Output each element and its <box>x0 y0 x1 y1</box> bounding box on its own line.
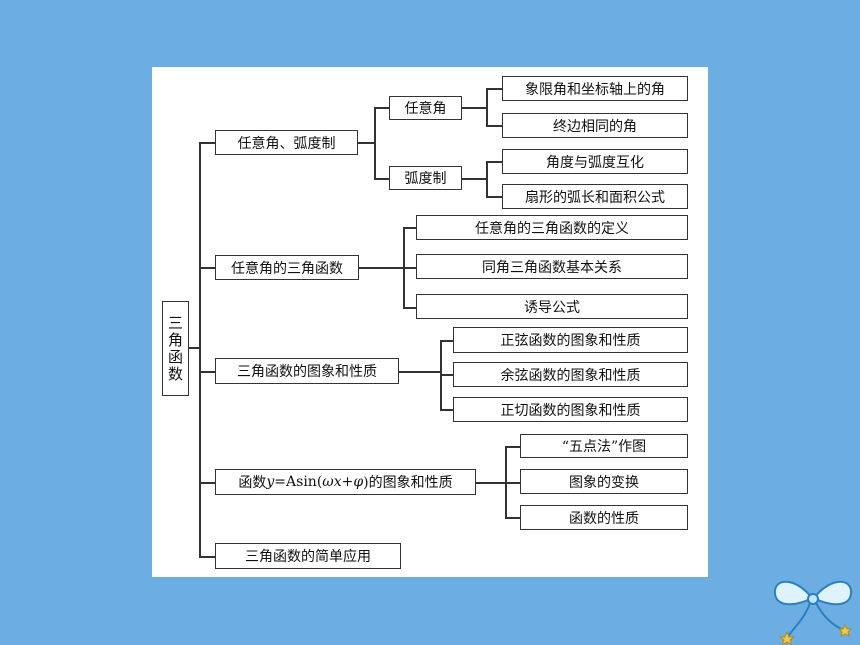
leaf-trig-definition: 任意角的三角函数的定义 <box>416 215 688 240</box>
leaf-sine-graph: 正弦函数的图象和性质 <box>453 327 688 353</box>
branch-angle-radian: 任意角、弧度制 <box>215 130 358 155</box>
leaf-graph-transformation: 图象的变换 <box>520 469 688 494</box>
connector <box>199 142 201 557</box>
connector <box>359 267 403 269</box>
connector <box>403 227 416 229</box>
connector <box>486 125 502 127</box>
leaf-sector-arc-area: 扇形的弧长和面积公式 <box>502 184 688 209</box>
connector <box>462 107 486 109</box>
leaf-basic-identities: 同角三角函数基本关系 <box>416 254 688 279</box>
connector <box>199 371 215 373</box>
branch-asin-function: 函数 y=Asin(ωx+φ)的图象和性质 <box>215 469 476 495</box>
leaf-reduction-formulas: 诱导公式 <box>416 294 688 319</box>
branch-graphs-properties: 三角函数的图象和性质 <box>215 358 399 384</box>
connector <box>399 371 440 373</box>
connector <box>374 107 376 179</box>
connector <box>486 88 488 126</box>
connector <box>199 556 215 558</box>
connector <box>440 374 453 376</box>
leaf-five-point-method: “五点法”作图 <box>520 434 688 458</box>
branch-trig-functions: 任意角的三角函数 <box>215 255 359 280</box>
connector <box>440 409 453 411</box>
connector <box>486 196 502 198</box>
node-radian: 弧度制 <box>389 166 462 190</box>
connector <box>358 142 374 144</box>
leaf-degree-radian-conversion: 角度与弧度互化 <box>502 149 688 174</box>
connector <box>486 161 502 163</box>
leaf-tangent-graph: 正切函数的图象和性质 <box>453 397 688 422</box>
connector <box>189 347 199 349</box>
leaf-coterminal-angles: 终边相同的角 <box>502 113 688 138</box>
connector <box>462 178 486 180</box>
leaf-quadrant-angles: 象限角和坐标轴上的角 <box>502 76 688 101</box>
ribbon-bow-decoration <box>773 580 853 645</box>
connector <box>403 307 416 309</box>
connector <box>486 161 488 197</box>
branch-simple-applications: 三角函数的简单应用 <box>215 543 401 569</box>
root-node: 三角函数 <box>162 301 189 396</box>
leaf-cosine-graph: 余弦函数的图象和性质 <box>453 362 688 387</box>
node-arbitrary-angle: 任意角 <box>389 96 462 120</box>
connector <box>476 482 505 484</box>
connector <box>505 517 520 519</box>
leaf-function-properties: 函数的性质 <box>520 505 688 530</box>
diagram-panel: 三角函数 任意角、弧度制 任意角 象限角和坐标轴上的角 终边相同的角 弧度制 角… <box>152 67 708 577</box>
connector <box>505 446 520 448</box>
connector <box>505 482 520 484</box>
connector <box>403 267 416 269</box>
connector <box>374 107 389 109</box>
connector <box>199 142 215 144</box>
connector <box>440 340 453 342</box>
connector <box>199 267 215 269</box>
connector <box>199 482 215 484</box>
connector <box>374 178 389 180</box>
connector <box>486 88 502 90</box>
